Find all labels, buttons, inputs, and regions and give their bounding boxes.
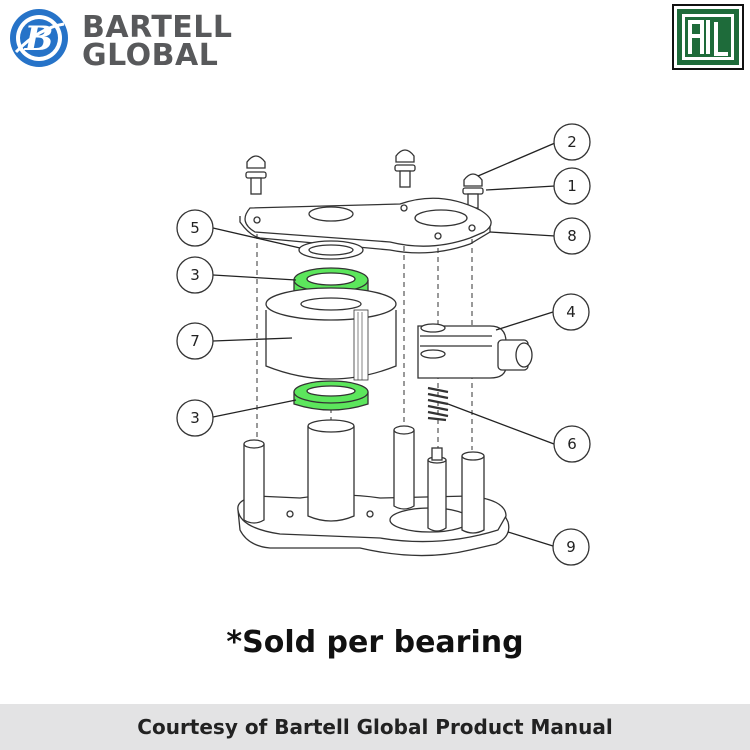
bolt-middle: [394, 149, 416, 188]
bearing-bottom: [293, 380, 369, 411]
sold-per-bearing-note: *Sold per bearing: [226, 625, 524, 660]
partner-logo: [672, 4, 744, 70]
brand-line-2: GLOBAL: [82, 38, 219, 73]
leader-lines: [212, 142, 556, 547]
brand-line-1: BARTELL: [82, 10, 233, 45]
callout-label: 3: [190, 409, 200, 427]
callout-7: 7: [176, 322, 214, 360]
top-plate: [239, 197, 492, 254]
center-shaft: [307, 419, 355, 522]
callout-9: 9: [552, 528, 590, 566]
washer: [298, 240, 364, 260]
callout-5: 5: [176, 209, 214, 247]
callout-label: 6: [567, 435, 577, 453]
bartell-global-logo: B BARTELL GLOBAL: [6, 6, 232, 71]
post-right: [461, 451, 485, 534]
post-left: [243, 439, 265, 524]
spring-post: [427, 447, 447, 532]
spring: [427, 386, 449, 422]
callout-4: 4: [552, 293, 590, 331]
callout-3-bottom: 3: [176, 399, 214, 437]
bolt-right: [462, 173, 484, 209]
brand-name: BARTELL GLOBAL: [82, 10, 233, 73]
callout-label: 9: [566, 538, 576, 556]
clevis: [417, 323, 533, 379]
callout-label: 4: [566, 303, 576, 321]
callout-label: 8: [567, 227, 577, 245]
bolt-left: [245, 155, 267, 195]
bartell-b-icon: B: [10, 9, 68, 67]
callout-2: 2: [553, 123, 591, 161]
footer-credit: Courtesy of Bartell Global Product Manua…: [0, 704, 750, 750]
callout-label: 1: [567, 177, 577, 195]
callout-label: 5: [190, 219, 200, 237]
post-middle: [393, 425, 415, 510]
callout-label: 3: [190, 266, 200, 284]
callout-label: 7: [190, 332, 200, 350]
callout-label: 2: [567, 133, 577, 151]
callout-6: 6: [553, 425, 591, 463]
callout-3-top: 3: [176, 256, 214, 294]
callout-8: 8: [553, 217, 591, 255]
callout-1: 1: [553, 167, 591, 205]
exploded-parts-diagram: 1 2 3 3 4 5 6 7: [176, 123, 591, 566]
bearing-housing: [265, 287, 397, 381]
